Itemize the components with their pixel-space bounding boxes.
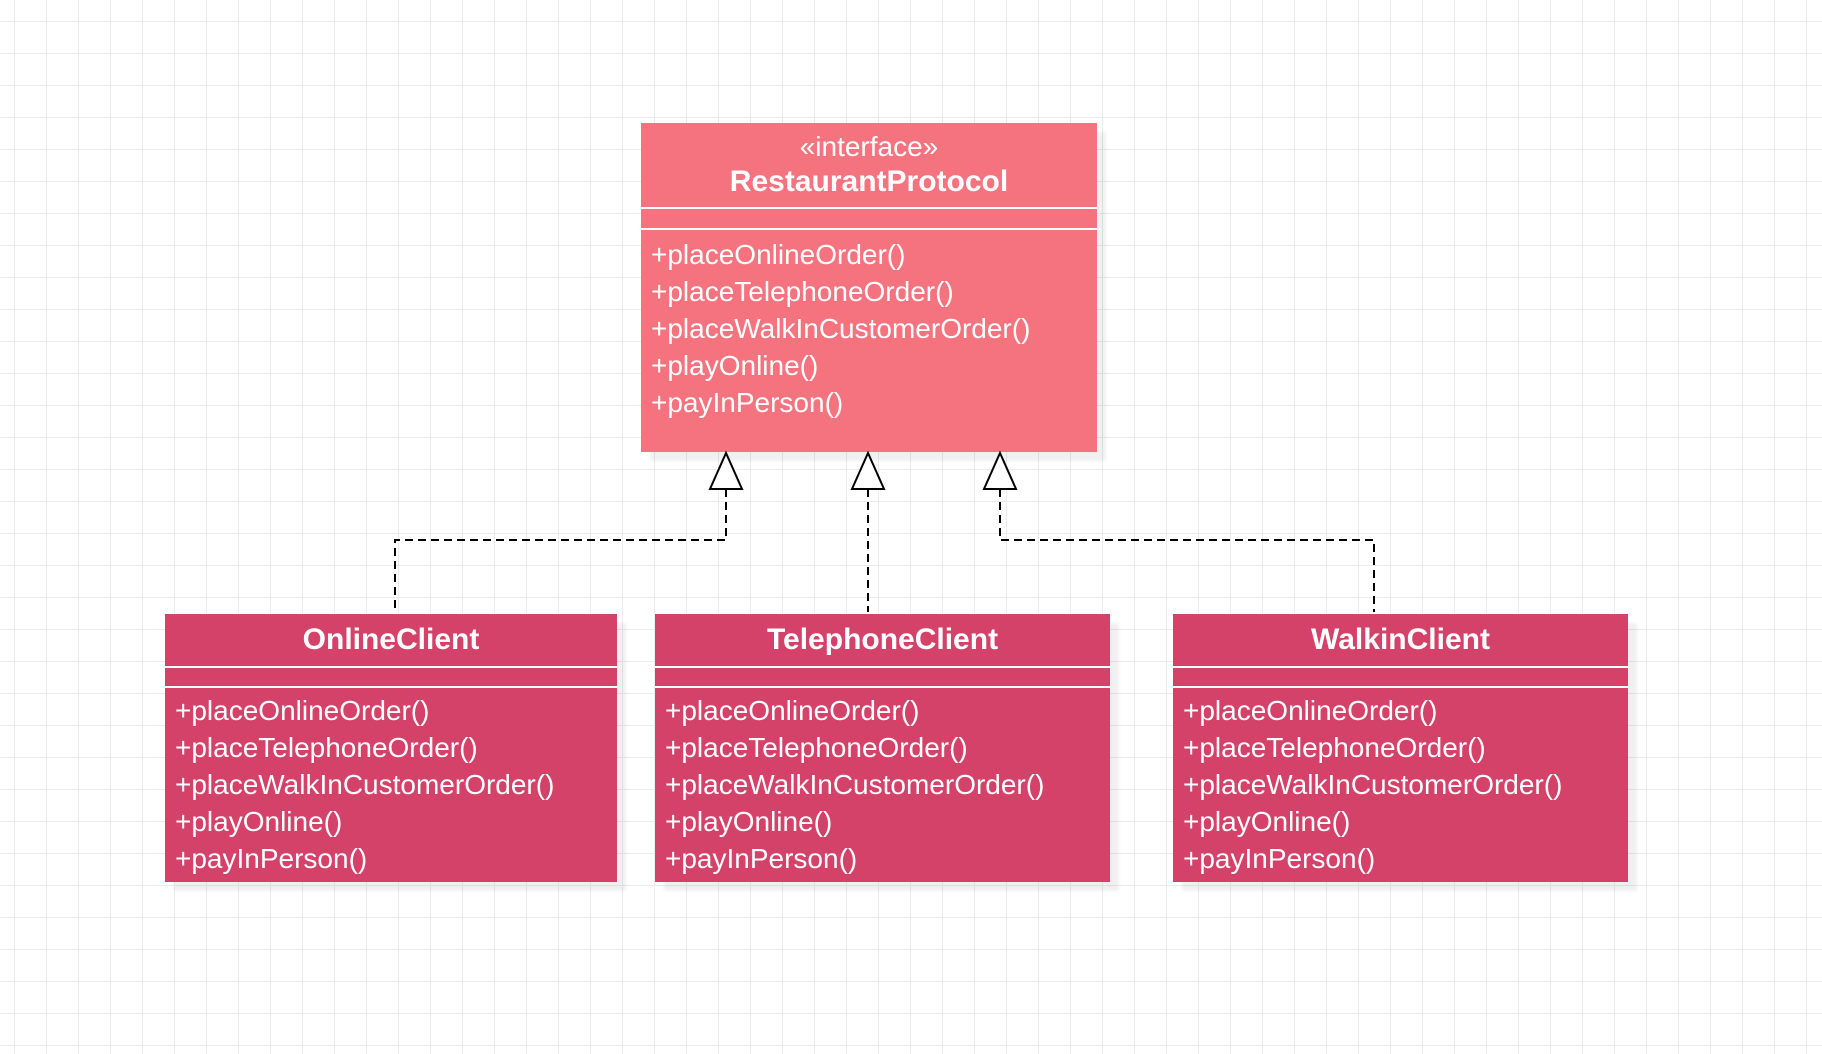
class-methods-list: +placeOnlineOrder() +placeTelephoneOrder(…: [1173, 688, 1628, 882]
realization-connector-onlineclient[interactable]: [394, 489, 727, 612]
class-title-compartment: WalkinClient: [1173, 614, 1628, 668]
method-label: +playOnline(): [651, 350, 819, 381]
method-label: +placeTelephoneOrder(): [1183, 732, 1486, 763]
class-name: WalkinClient: [1311, 623, 1490, 656]
method-label: +placeOnlineOrder(): [1183, 695, 1438, 726]
method-label: +placeTelephoneOrder(): [175, 732, 478, 763]
method-label: +placeTelephoneOrder(): [665, 732, 968, 763]
method-label: +placeWalkInCustomerOrder(): [665, 769, 1045, 800]
method-label: +payInPerson(): [1183, 843, 1376, 874]
class-box-walkinclient[interactable]: WalkinClient +placeOnlineOrder() +placeTe…: [1173, 614, 1628, 882]
method-label: +placeWalkInCustomerOrder(): [651, 313, 1031, 344]
realization-arrowhead-icon: [982, 450, 1018, 490]
interface-name: RestaurantProtocol: [729, 165, 1009, 198]
interface-attributes-compartment: [641, 209, 1097, 230]
realization-arrowhead-icon: [850, 450, 886, 490]
class-name: OnlineClient: [302, 623, 480, 656]
method-label: +placeTelephoneOrder(): [651, 276, 954, 307]
method-label: +payInPerson(): [651, 387, 844, 418]
method-label: +playOnline(): [1183, 806, 1351, 837]
method-label: +placeWalkInCustomerOrder(): [1183, 769, 1563, 800]
class-attributes-compartment: [1173, 668, 1628, 688]
interface-stereotype: «interface»: [799, 131, 939, 162]
method-label: +payInPerson(): [665, 843, 858, 874]
realization-arrowhead-icon: [708, 450, 744, 490]
method-label: +playOnline(): [175, 806, 343, 837]
method-label: +playOnline(): [665, 806, 833, 837]
class-box-onlineclient[interactable]: OnlineClient +placeOnlineOrder() +placeTe…: [165, 614, 617, 882]
class-methods-list: +placeOnlineOrder() +placeTelephoneOrder(…: [655, 688, 1110, 882]
method-label: +placeWalkInCustomerOrder(): [175, 769, 555, 800]
class-attributes-compartment: [165, 668, 617, 688]
class-title-compartment: TelephoneClient: [655, 614, 1110, 668]
method-label: +placeOnlineOrder(): [651, 239, 906, 270]
class-box-telephoneclient[interactable]: TelephoneClient +placeOnlineOrder()+plac…: [655, 614, 1110, 882]
interface-methods-list: +placeOnlineOrder() +placeTelephoneOrder(…: [641, 230, 1097, 452]
class-title-compartment: OnlineClient: [165, 614, 617, 668]
method-label: +payInPerson(): [175, 843, 368, 874]
interface-title-compartment: «interface» RestaurantProtocol: [641, 123, 1097, 209]
class-methods-list: +placeOnlineOrder() +placeTelephoneOrder(…: [165, 688, 617, 882]
interface-box-restaurantprotocol[interactable]: «interface» RestaurantProtocol +placeOnl…: [641, 123, 1097, 452]
realization-connector-walkinclient[interactable]: [999, 489, 1375, 612]
method-label: +placeOnlineOrder(): [175, 695, 430, 726]
class-name: TelephoneClient: [766, 623, 999, 656]
method-label: +placeOnlineOrder(): [665, 695, 920, 726]
class-attributes-compartment: [655, 668, 1110, 688]
